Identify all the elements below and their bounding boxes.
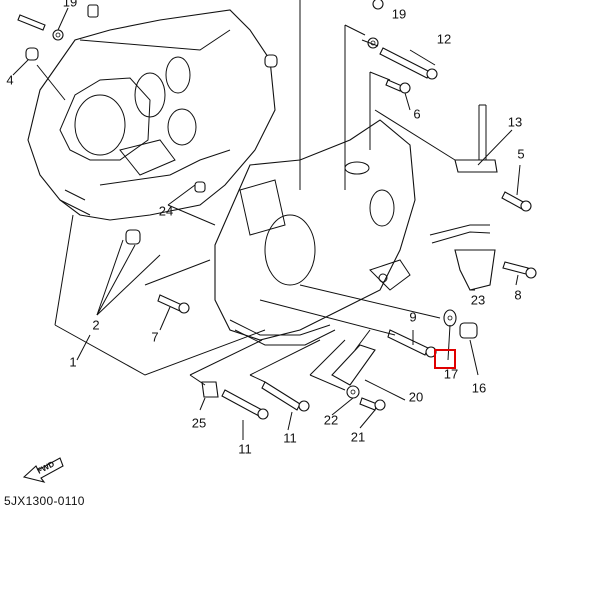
part-plug <box>87 4 99 18</box>
highlight-box-17 <box>434 349 456 369</box>
leader-lines <box>12 0 521 440</box>
callout-1[interactable]: 1 <box>69 354 77 370</box>
callout-19[interactable]: 19 <box>391 6 407 22</box>
callout-17[interactable]: 17 <box>443 366 459 382</box>
callout-16[interactable]: 16 <box>471 380 487 396</box>
callout-4[interactable]: 4 <box>6 72 14 88</box>
crankcase-right-half <box>214 119 416 346</box>
callout-12[interactable]: 12 <box>436 31 452 47</box>
callout-19[interactable]: 19 <box>62 0 78 10</box>
callout-23[interactable]: 23 <box>470 292 486 308</box>
callout-6[interactable]: 6 <box>413 106 421 122</box>
crankcase-left-half <box>27 9 276 221</box>
callout-2[interactable]: 2 <box>92 317 100 333</box>
callout-25[interactable]: 25 <box>191 415 207 431</box>
callout-9[interactable]: 9 <box>409 309 417 325</box>
callout-11[interactable]: 11 <box>283 430 297 446</box>
callout-8[interactable]: 8 <box>514 287 522 303</box>
fwd-arrow-icon <box>22 457 64 483</box>
callout-13[interactable]: 13 <box>507 114 523 130</box>
callout-21[interactable]: 21 <box>350 429 366 445</box>
callout-22[interactable]: 22 <box>323 412 339 428</box>
diagram-code: 5JX1300-0110 <box>4 494 85 508</box>
callout-7[interactable]: 7 <box>151 329 159 345</box>
callout-11[interactable]: 11 <box>238 441 252 457</box>
callout-24[interactable]: 24 <box>158 203 174 219</box>
callout-20[interactable]: 20 <box>408 389 424 405</box>
callout-5[interactable]: 5 <box>517 146 525 162</box>
